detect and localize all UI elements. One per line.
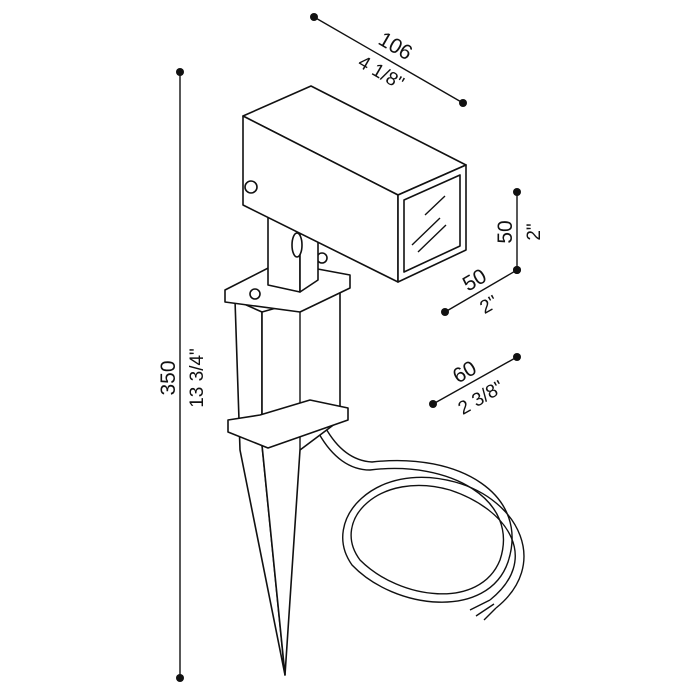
height-mm: 50 <box>494 220 517 243</box>
dimension-total-height: 350 13 3/4" <box>157 68 208 682</box>
total-inch: 13 3/4" <box>187 348 208 408</box>
dimension-height: 50 2" <box>494 188 545 274</box>
width-inch: 2" <box>477 292 502 319</box>
dimension-plate: 60 2 3/8" <box>429 353 521 420</box>
screw-icon <box>244 180 258 194</box>
length-mm: 106 <box>374 28 416 65</box>
height-inch: 2" <box>524 223 545 240</box>
plate-mm: 60 <box>449 357 481 389</box>
lamp-housing <box>242 85 467 283</box>
lens-glass <box>403 174 461 273</box>
dimension-width: 50 2" <box>441 265 521 319</box>
cable <box>291 329 525 621</box>
width-mm: 50 <box>459 265 491 297</box>
dimension-length: 106 4 1/8" <box>310 13 467 107</box>
ground-spike <box>224 252 351 676</box>
total-mm: 350 <box>157 360 180 395</box>
